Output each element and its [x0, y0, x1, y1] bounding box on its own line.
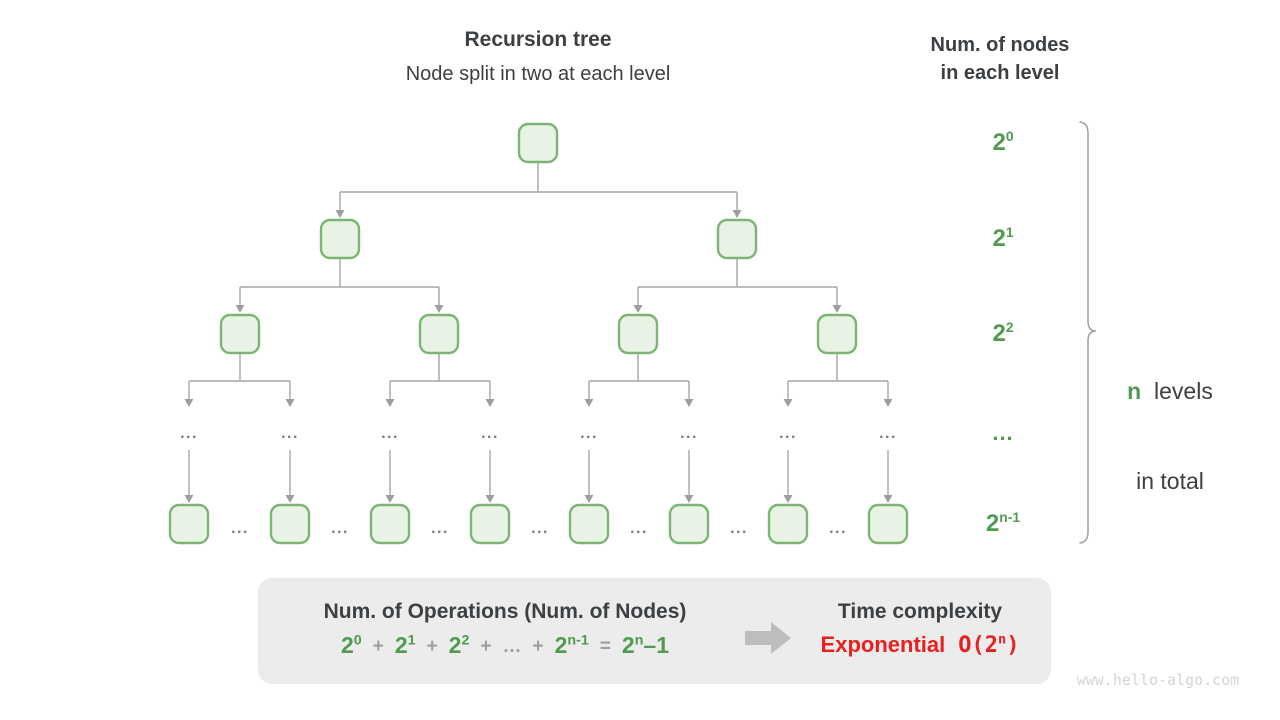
formula-term: + — [426, 636, 438, 657]
formula-term: 2n–1 — [621, 632, 670, 658]
level-count-label: 21 — [992, 224, 1014, 252]
formula-term: … — [502, 636, 522, 657]
recursion-tree-canvas: ........................................… — [168, 121, 1097, 545]
tree-ellipsis: ... — [381, 425, 399, 442]
tree-ellipsis: ... — [431, 520, 449, 537]
tree-ellipsis: ... — [180, 425, 198, 442]
tree-node — [418, 313, 460, 355]
levels-word: levels — [1141, 378, 1213, 404]
tree-node — [269, 503, 311, 545]
arrowhead-icon — [883, 495, 893, 503]
complexity-summary-box: Num. of Operations (Num. of Nodes) 20 +21… — [258, 578, 1051, 684]
arrowhead-icon — [184, 495, 194, 503]
arrowhead-icon — [584, 399, 594, 407]
total-levels-line1: n levels — [1103, 376, 1237, 406]
tree-ellipsis: ... — [231, 520, 249, 537]
tree-ellipsis: ... — [531, 520, 549, 537]
tree-ellipsis: ... — [481, 425, 499, 442]
level-count-label: ... — [992, 420, 1014, 445]
operations-formula: 20 +21 +22 + … +2n-1 = 2n–1 — [258, 632, 752, 659]
tree-ellipsis: ... — [630, 520, 648, 537]
tree-node — [617, 313, 659, 355]
arrowhead-icon — [335, 210, 345, 218]
arrowhead-icon — [883, 399, 893, 407]
right-arrow-icon — [745, 622, 791, 654]
complexity-word: Exponential — [820, 632, 946, 657]
n-variable: n — [1127, 378, 1142, 404]
tree-ellipsis: ... — [580, 425, 598, 442]
tree-ellipsis: ... — [779, 425, 797, 442]
arrowhead-icon — [385, 399, 395, 407]
page-subtitle: Node split in two at each level — [405, 63, 671, 85]
tree-node — [568, 503, 610, 545]
arrowhead-icon — [184, 399, 194, 407]
arrowhead-icon — [285, 399, 295, 407]
tree-node — [716, 218, 758, 260]
arrowhead-icon — [584, 495, 594, 503]
tree-ellipsis: ... — [879, 425, 897, 442]
formula-term: + — [372, 636, 384, 657]
arrowhead-icon — [633, 305, 643, 313]
arrowhead-icon — [485, 495, 495, 503]
arrowhead-icon — [434, 305, 444, 313]
nodes-per-level-header-line2: in each level — [940, 62, 1060, 84]
tree-node — [369, 503, 411, 545]
operations-heading: Num. of Operations (Num. of Nodes) — [323, 600, 687, 623]
arrowhead-icon — [783, 495, 793, 503]
watermark: www.hello-algo.com — [1076, 671, 1240, 689]
tree-node — [319, 218, 361, 260]
arrowhead-icon — [832, 305, 842, 313]
nodes-per-level-header-line1: Num. of nodes — [930, 34, 1070, 56]
tree-node — [168, 503, 210, 545]
total-levels-label: n levels in total — [1103, 316, 1237, 526]
big-o-notation: O(2n) — [958, 631, 1020, 658]
tree-node — [219, 313, 261, 355]
tree-ellipsis: ... — [331, 520, 349, 537]
tree-node — [816, 313, 858, 355]
formula-term: 21 — [394, 632, 416, 658]
arrowhead-icon — [235, 305, 245, 313]
arrowhead-icon — [732, 210, 742, 218]
tree-node — [469, 503, 511, 545]
arrowhead-icon — [684, 495, 694, 503]
level-count-label: 22 — [992, 319, 1014, 347]
formula-term: 20 — [340, 632, 362, 658]
arrowhead-icon — [285, 495, 295, 503]
tree-ellipsis: ... — [281, 425, 299, 442]
tree-node — [867, 503, 909, 545]
formula-term: 22 — [448, 632, 470, 658]
tree-ellipsis: ... — [680, 425, 698, 442]
nodes-per-level-header: Num. of nodes in each level — [900, 31, 1100, 87]
tree-ellipsis: ... — [730, 520, 748, 537]
diagram-title-block: Recursion tree Node split in two at each… — [238, 28, 838, 86]
formula-term: + — [532, 636, 544, 657]
tree-node — [668, 503, 710, 545]
page-title: Recursion tree — [464, 28, 612, 51]
arrowhead-icon — [783, 399, 793, 407]
formula-term: + — [480, 636, 492, 657]
arrowhead-icon — [385, 495, 395, 503]
arrowhead-icon — [684, 399, 694, 407]
total-levels-line2: in total — [1136, 468, 1204, 494]
formula-term: = — [599, 636, 611, 657]
level-count-label: 2n-1 — [985, 509, 1021, 537]
levels-brace — [1079, 121, 1097, 544]
tree-ellipsis: ... — [829, 520, 847, 537]
level-count-label: 20 — [992, 128, 1014, 156]
arrowhead-icon — [485, 399, 495, 407]
tree-node — [517, 122, 559, 164]
tree-node — [767, 503, 809, 545]
complexity-value: Exponential O(2n) — [770, 632, 1070, 658]
time-complexity-heading: Time complexity — [837, 600, 1003, 623]
formula-term: 2n-1 — [554, 632, 589, 658]
